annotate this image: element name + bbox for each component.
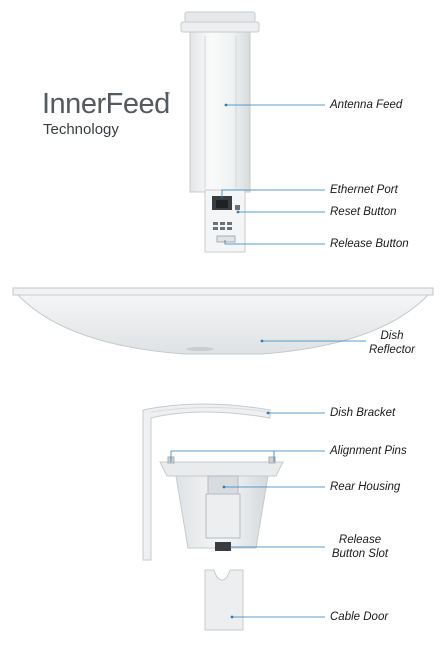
label-release-button: Release Button: [330, 238, 409, 250]
dish-reflector-dot: [260, 339, 264, 343]
dish-reflector-part: [12, 287, 434, 355]
label-release: Release: [338, 534, 382, 546]
release-button-leader: [224, 240, 325, 245]
label-dish-bracket: Dish Bracket: [330, 407, 396, 419]
alignment-pins-bracket-leader: [170, 450, 275, 462]
rear-housing-part: [159, 456, 284, 551]
dish-bracket-dot: [266, 411, 270, 415]
dish-bracket-part: [142, 403, 271, 561]
cable-door-dot: [230, 615, 234, 619]
reset-button-dot: [236, 210, 240, 214]
leader-dots: [222, 103, 270, 619]
label-reset-button: Reset Button: [330, 206, 397, 218]
label-rear-housing: Rear Housing: [330, 481, 401, 493]
brand-name: InnerFeed: [42, 88, 170, 120]
brand-subtitle: Technology: [43, 121, 119, 138]
label-ethernet-port: Ethernet Port: [330, 184, 398, 196]
label-cable-door: Cable Door: [330, 611, 389, 623]
antenna-feed-part: [180, 11, 260, 253]
label-button-slot: Button Slot: [331, 548, 389, 560]
label-antenna-feed: Antenna Feed: [330, 99, 403, 111]
trademark-mark: ™: [164, 92, 170, 98]
label-reflector: Reflector: [368, 344, 416, 356]
leader-lines: [170, 104, 366, 618]
antenna-feed-dot: [224, 103, 228, 107]
rear-housing-dot: [222, 485, 226, 489]
cable-door-part: [204, 569, 244, 631]
label-alignment-pins: Alignment Pins: [330, 445, 407, 457]
ethernet-port-leader: [221, 189, 325, 198]
label-dish: Dish: [380, 330, 404, 342]
